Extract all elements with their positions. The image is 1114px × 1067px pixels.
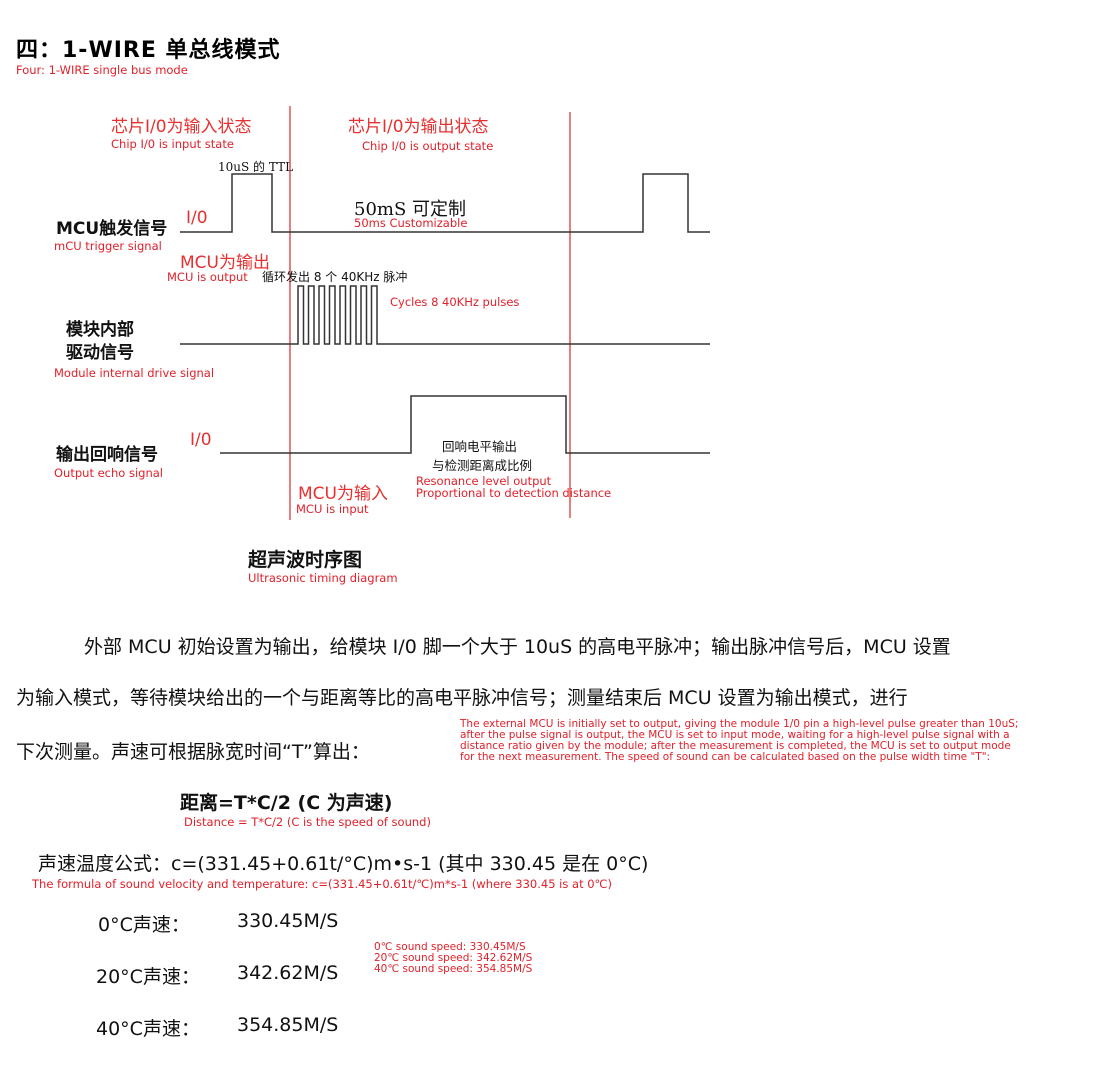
echo-signal-trace	[220, 395, 710, 454]
mcu-output-label: MCU为输出	[180, 253, 270, 273]
speed-translation-0c: 0℃ sound speed: 330.45M/S	[374, 941, 526, 953]
drive-translation: Module internal drive signal	[54, 366, 215, 380]
trigger-signal-trace	[180, 173, 710, 233]
paragraph-translation-3: distance ratio given by the module; afte…	[460, 740, 1011, 752]
ttl-label: 10uS 的 TTL	[218, 160, 294, 174]
paragraph-line-3: 下次测量。声速可根据脉宽时间“T”算出：	[16, 741, 370, 763]
mcu-input-translation: MCU is input	[296, 502, 369, 516]
input-state-translation: Chip I/0 is input state	[111, 137, 234, 151]
echo-note-translation-2: Proportional to detection distance	[416, 486, 612, 500]
drive-label-line1: 模块内部	[66, 320, 134, 340]
echo-translation: Output echo signal	[54, 466, 163, 480]
paragraph-translation-2: after the pulse signal is output, the MC…	[460, 729, 1010, 741]
paragraph-translation-4: for the next measurement. The speed of s…	[460, 751, 991, 763]
speed-translation-40c: 40℃ sound speed: 354.85M/S	[374, 963, 533, 975]
output-state-label: 芯片I/0为输出状态	[348, 117, 489, 137]
speed-value-0c: 330.45M/S	[237, 910, 339, 932]
echo-note-line2: 与检测距离成比例	[432, 458, 533, 473]
distance-formula-translation: Distance = T*C/2 (C is the speed of soun…	[184, 815, 431, 829]
velocity-formula: 声速温度公式：c=(331.45+0.61t/°C)m•s-1 (其中 330.…	[38, 853, 649, 875]
diagram-caption-translation: Ultrasonic timing diagram	[248, 571, 398, 585]
cycles-label: 循环发出 8 个 40KHz 脉冲	[262, 270, 408, 284]
speed-value-40c: 354.85M/S	[237, 1014, 339, 1036]
drive-signal-trace	[180, 285, 710, 345]
echo-note-line1: 回响电平输出	[442, 439, 518, 454]
mcu-trigger-translation: mCU trigger signal	[54, 239, 162, 253]
customizable-translation: 50ms Customizable	[354, 216, 468, 230]
mcu-trigger-label: MCU触发信号	[56, 219, 168, 239]
customizable-label: 50mS 可定制	[354, 199, 467, 220]
paragraph-line-2: 为输入模式，等待模块给出的一个与距离等比的高电平脉冲信号；测量结束后 MCU 设…	[16, 687, 908, 709]
speed-value-20c: 342.62M/S	[237, 962, 339, 984]
input-state-label: 芯片I/0为输入状态	[111, 117, 252, 137]
speed-label-40c: 40°C声速：	[96, 1018, 200, 1040]
page-title: 四：1-WIRE 单总线模式	[16, 38, 281, 63]
speed-translation-20c: 20℃ sound speed: 342.62M/S	[374, 952, 533, 964]
mcu-input-label: MCU为输入	[298, 484, 388, 504]
timing-diagram	[180, 106, 710, 520]
velocity-formula-translation: The formula of sound velocity and temper…	[32, 877, 612, 891]
echo-label: 输出回响信号	[56, 445, 158, 465]
cycles-translation: Cycles 8 40KHz pulses	[390, 295, 520, 309]
echo-note-translation-1: Resonance level output	[416, 474, 552, 488]
page-title-translation: Four: 1-WIRE single bus mode	[16, 63, 188, 77]
diagram-caption: 超声波时序图	[248, 549, 363, 571]
io-label-trigger: I/0	[186, 208, 208, 228]
speed-label-0c: 0°C声速：	[98, 914, 190, 936]
paragraph-line-1: 外部 MCU 初始设置为输出，给模块 I/0 脚一个大于 10uS 的高电平脉冲…	[84, 636, 951, 658]
speed-label-20c: 20°C声速：	[96, 966, 200, 988]
mcu-output-translation: MCU is output	[167, 270, 248, 284]
distance-formula: 距离=T*C/2 (C 为声速)	[180, 792, 393, 814]
output-state-translation: Chip I/0 is output state	[362, 139, 494, 153]
io-label-echo: I/0	[190, 430, 212, 450]
paragraph-translation-1: The external MCU is initially set to out…	[460, 718, 1019, 730]
drive-label-line2: 驱动信号	[66, 343, 134, 363]
